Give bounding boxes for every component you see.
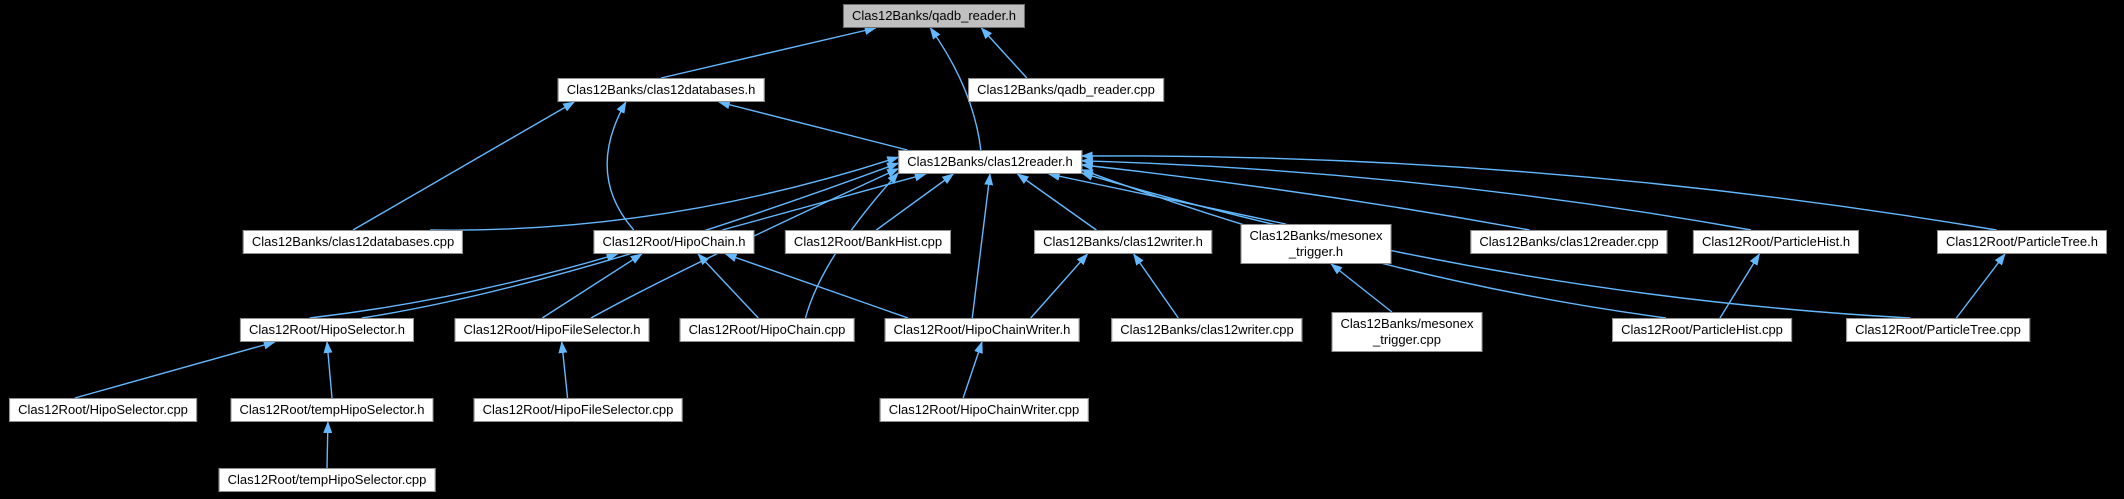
- include-edge-particlehist_h-to-clas12reader_h: [1080, 156, 1752, 231]
- include-edge-particlehist_cpp-to-particlehist_h: [1719, 253, 1760, 319]
- node-clas12banks-clas12reader-h[interactable]: Clas12Banks/clas12reader.h: [898, 150, 1082, 174]
- node-clas12banks-clas12writer-h[interactable]: Clas12Banks/clas12writer.h: [1034, 230, 1212, 254]
- node-clas12root-hipochainwriter-cpp[interactable]: Clas12Root/HipoChainWriter.cpp: [879, 398, 1089, 422]
- include-edge-particletree_cpp-to-clas12reader_h: [1080, 171, 1911, 319]
- include-edge-clas12reader_h-to-clas12databases_h: [717, 100, 908, 151]
- node-clas12root-hipofileselector-cpp[interactable]: Clas12Root/HipoFileSelector.cpp: [473, 398, 683, 422]
- node-clas12root-particletree-h[interactable]: Clas12Root/ParticleTree.h: [1937, 230, 2107, 254]
- include-edge-clas12reader_cpp-to-clas12reader_h: [1080, 161, 1530, 231]
- node-clas12root-temphiposelector-cpp[interactable]: Clas12Root/tempHipoSelector.cpp: [218, 468, 436, 492]
- include-edge-mesonex_trigger_cpp-to-mesonex_trigger_h: [1330, 263, 1393, 313]
- node-clas12root-hipofileselector-h[interactable]: Clas12Root/HipoFileSelector.h: [454, 318, 650, 342]
- include-edge-clas12writer_h-to-clas12reader_h: [1016, 173, 1097, 231]
- include-edge-particletree_cpp-to-particletree_h: [1955, 253, 2006, 319]
- node-clas12root-temphiposelector-h[interactable]: Clas12Root/tempHipoSelector.h: [230, 398, 434, 422]
- include-edge-hipofileselector_h-to-clas12reader_h: [590, 168, 900, 319]
- node-clas12root-particletree-cpp[interactable]: Clas12Root/ParticleTree.cpp: [1846, 318, 2030, 342]
- include-edge-temphiposelector_cpp-to-temphiposelector_h: [323, 421, 333, 469]
- include-edge-mesonex_trigger_h-to-clas12reader_h: [1047, 171, 1286, 225]
- node-clas12root-particlehist-cpp[interactable]: Clas12Root/ParticleHist.cpp: [1612, 318, 1792, 342]
- node-clas12root-hiposelector-cpp[interactable]: Clas12Root/HipoSelector.cpp: [9, 398, 197, 422]
- include-edge-clas12databases_cpp-to-clas12databases_h: [352, 101, 576, 231]
- include-edge-clas12reader_h-to-qadb_reader_h: [929, 27, 982, 151]
- node-clas12banks-mesonex-trigger-cpp[interactable]: Clas12Banks/mesonex _trigger.cpp: [1331, 312, 1483, 352]
- include-edge-hipochainwriter_cpp-to-hipochainwriter_h: [962, 341, 983, 399]
- node-clas12banks-clas12reader-cpp[interactable]: Clas12Banks/clas12reader.cpp: [1470, 230, 1668, 254]
- include-edge-clas12databases_h-to-qadb_reader_h: [660, 26, 877, 79]
- node-clas12root-hipochain-cpp[interactable]: Clas12Root/HipoChain.cpp: [679, 318, 855, 342]
- node-clas12root-hipochain-h[interactable]: Clas12Root/HipoChain.h: [593, 230, 755, 254]
- node-clas12banks-qadb_reader-h[interactable]: Clas12Banks/qadb_reader.h: [842, 4, 1026, 28]
- include-edge-particletree_h-to-clas12reader_h: [1080, 151, 1997, 231]
- node-clas12banks-clas12databases-h[interactable]: Clas12Banks/clas12databases.h: [557, 78, 765, 102]
- include-edge-hipochainwriter_h-to-clas12writer_h: [1030, 253, 1089, 319]
- include-edge-clas12databases_cpp-to-clas12reader_h: [430, 156, 900, 231]
- node-clas12banks-clas12writer-cpp[interactable]: Clas12Banks/clas12writer.cpp: [1111, 318, 1303, 342]
- include-edge-clas12writer_cpp-to-clas12writer_h: [1133, 253, 1179, 319]
- node-clas12root-particlehist-h[interactable]: Clas12Root/ParticleHist.h: [1692, 230, 1860, 254]
- node-clas12root-hipochainwriter-h[interactable]: Clas12Root/HipoChainWriter.h: [884, 318, 1080, 342]
- include-edge-hiposelector_cpp-to-hiposelector_h: [74, 340, 276, 399]
- include-edge-qadb_reader_cpp-to-qadb_reader_h: [980, 27, 1028, 79]
- include-edge-hipochainwriter_h-to-hipochain_h: [724, 253, 909, 319]
- include-edge-hipochain_h-to-clas12databases_h: [606, 101, 635, 231]
- include-edge-hipochain_cpp-to-hipochain_h: [697, 253, 759, 319]
- include-edge-hipochain_h-to-clas12reader_h: [722, 172, 927, 231]
- node-clas12banks-mesonex-trigger-h[interactable]: Clas12Banks/mesonex _trigger.h: [1240, 224, 1392, 264]
- node-clas12root-bankhist-cpp[interactable]: Clas12Root/BankHist.cpp: [784, 230, 952, 254]
- include-edge-hiposelector_h-to-clas12reader_h: [361, 162, 900, 319]
- include-edge-hipofileselector_h-to-hipochain_h: [541, 253, 643, 319]
- include-edge-temphiposelector_h-to-hiposelector_h: [323, 341, 333, 399]
- include-edge-hiposelector_h-to-hipochain_h: [309, 252, 619, 319]
- include-edge-bankhist_cpp-to-clas12reader_h: [875, 173, 955, 231]
- node-clas12banks-clas12databases-cpp[interactable]: Clas12Banks/clas12databases.cpp: [242, 230, 464, 254]
- node-clas12banks-qadb_reader-cpp[interactable]: Clas12Banks/qadb_reader.cpp: [968, 78, 1164, 102]
- include-edge-hipofileselector_cpp-to-hipofileselector_h: [558, 341, 569, 399]
- node-clas12root-hiposelector-h[interactable]: Clas12Root/HipoSelector.h: [239, 318, 415, 342]
- include-edge-hipochainwriter_h-to-clas12reader_h: [971, 173, 994, 319]
